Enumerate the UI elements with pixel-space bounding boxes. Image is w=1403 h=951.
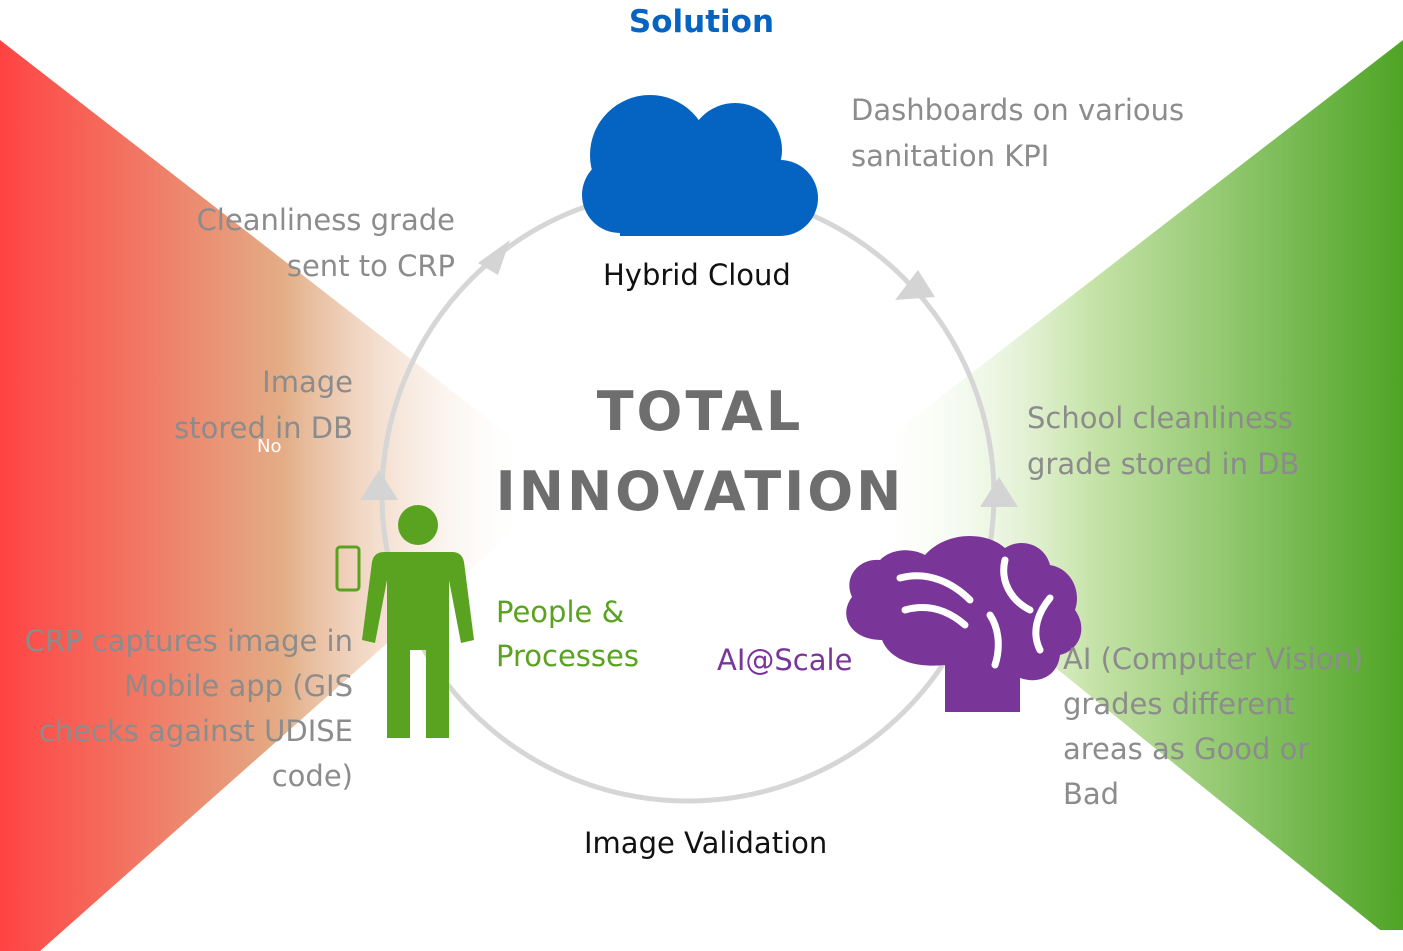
crp-capture-line1: CRP captures image in <box>24 624 353 658</box>
image-stored-line2: stored in DB <box>174 411 353 445</box>
ai-grades-annotation: AI (Computer Vision) grades different ar… <box>1063 637 1363 817</box>
center-title-line2: INNOVATION <box>495 460 905 523</box>
center-title: TOTAL INNOVATION <box>450 372 950 532</box>
left-wedge <box>0 40 515 951</box>
ai-grades-line4: Bad <box>1063 777 1120 811</box>
dashboards-line1: Dashboards on various <box>851 93 1185 127</box>
brain-icon <box>846 535 1082 712</box>
dashboards-annotation: Dashboards on various sanitation KPI <box>851 87 1184 179</box>
image-stored-line1: Image <box>262 365 353 399</box>
people-node-label: People & Processes <box>496 590 639 678</box>
image-stored-annotation: Image stored in DB <box>120 359 353 451</box>
arrow-head-icon <box>980 477 1018 507</box>
dashboards-line2: sanitation KPI <box>851 139 1050 173</box>
people-label-line2: Processes <box>496 639 639 673</box>
person-icon <box>362 505 474 738</box>
no-note: No <box>257 436 282 457</box>
cloud-icon <box>582 95 818 236</box>
bottom-node-label: Image Validation <box>584 826 828 860</box>
cleanliness-sent-line2: sent to CRP <box>286 249 455 283</box>
ai-node-label: AI@Scale <box>717 643 853 677</box>
crp-capture-line3: checks against UDISE <box>38 714 353 748</box>
center-title-line1: TOTAL <box>596 380 804 443</box>
school-grade-line1: School cleanliness <box>1027 401 1294 435</box>
arrow-head-icon <box>478 240 510 275</box>
ai-grades-line3: areas as Good or <box>1063 732 1310 766</box>
cloud-node-label: Hybrid Cloud <box>603 258 791 292</box>
crp-capture-line2: Mobile app (GIS <box>124 669 353 703</box>
cleanliness-sent-annotation: Cleanliness grade sent to CRP <box>150 197 455 289</box>
crp-capture-annotation: CRP captures image in Mobile app (GIS ch… <box>0 619 353 799</box>
school-grade-line2: grade stored in DB <box>1027 447 1300 481</box>
ai-grades-line2: grades different <box>1063 687 1295 721</box>
mobile-phone-icon <box>335 545 361 592</box>
cleanliness-sent-line1: Cleanliness grade <box>196 203 455 237</box>
school-grade-annotation: School cleanliness grade stored in DB <box>1027 395 1299 487</box>
right-wedge <box>885 40 1403 930</box>
ai-grades-line1: AI (Computer Vision) <box>1063 642 1364 676</box>
diagram-title: Solution <box>628 4 775 40</box>
arrow-head-icon <box>895 270 935 300</box>
people-label-line1: People & <box>496 595 625 629</box>
arrow-head-icon <box>360 470 398 500</box>
crp-capture-line4: code) <box>271 759 353 793</box>
